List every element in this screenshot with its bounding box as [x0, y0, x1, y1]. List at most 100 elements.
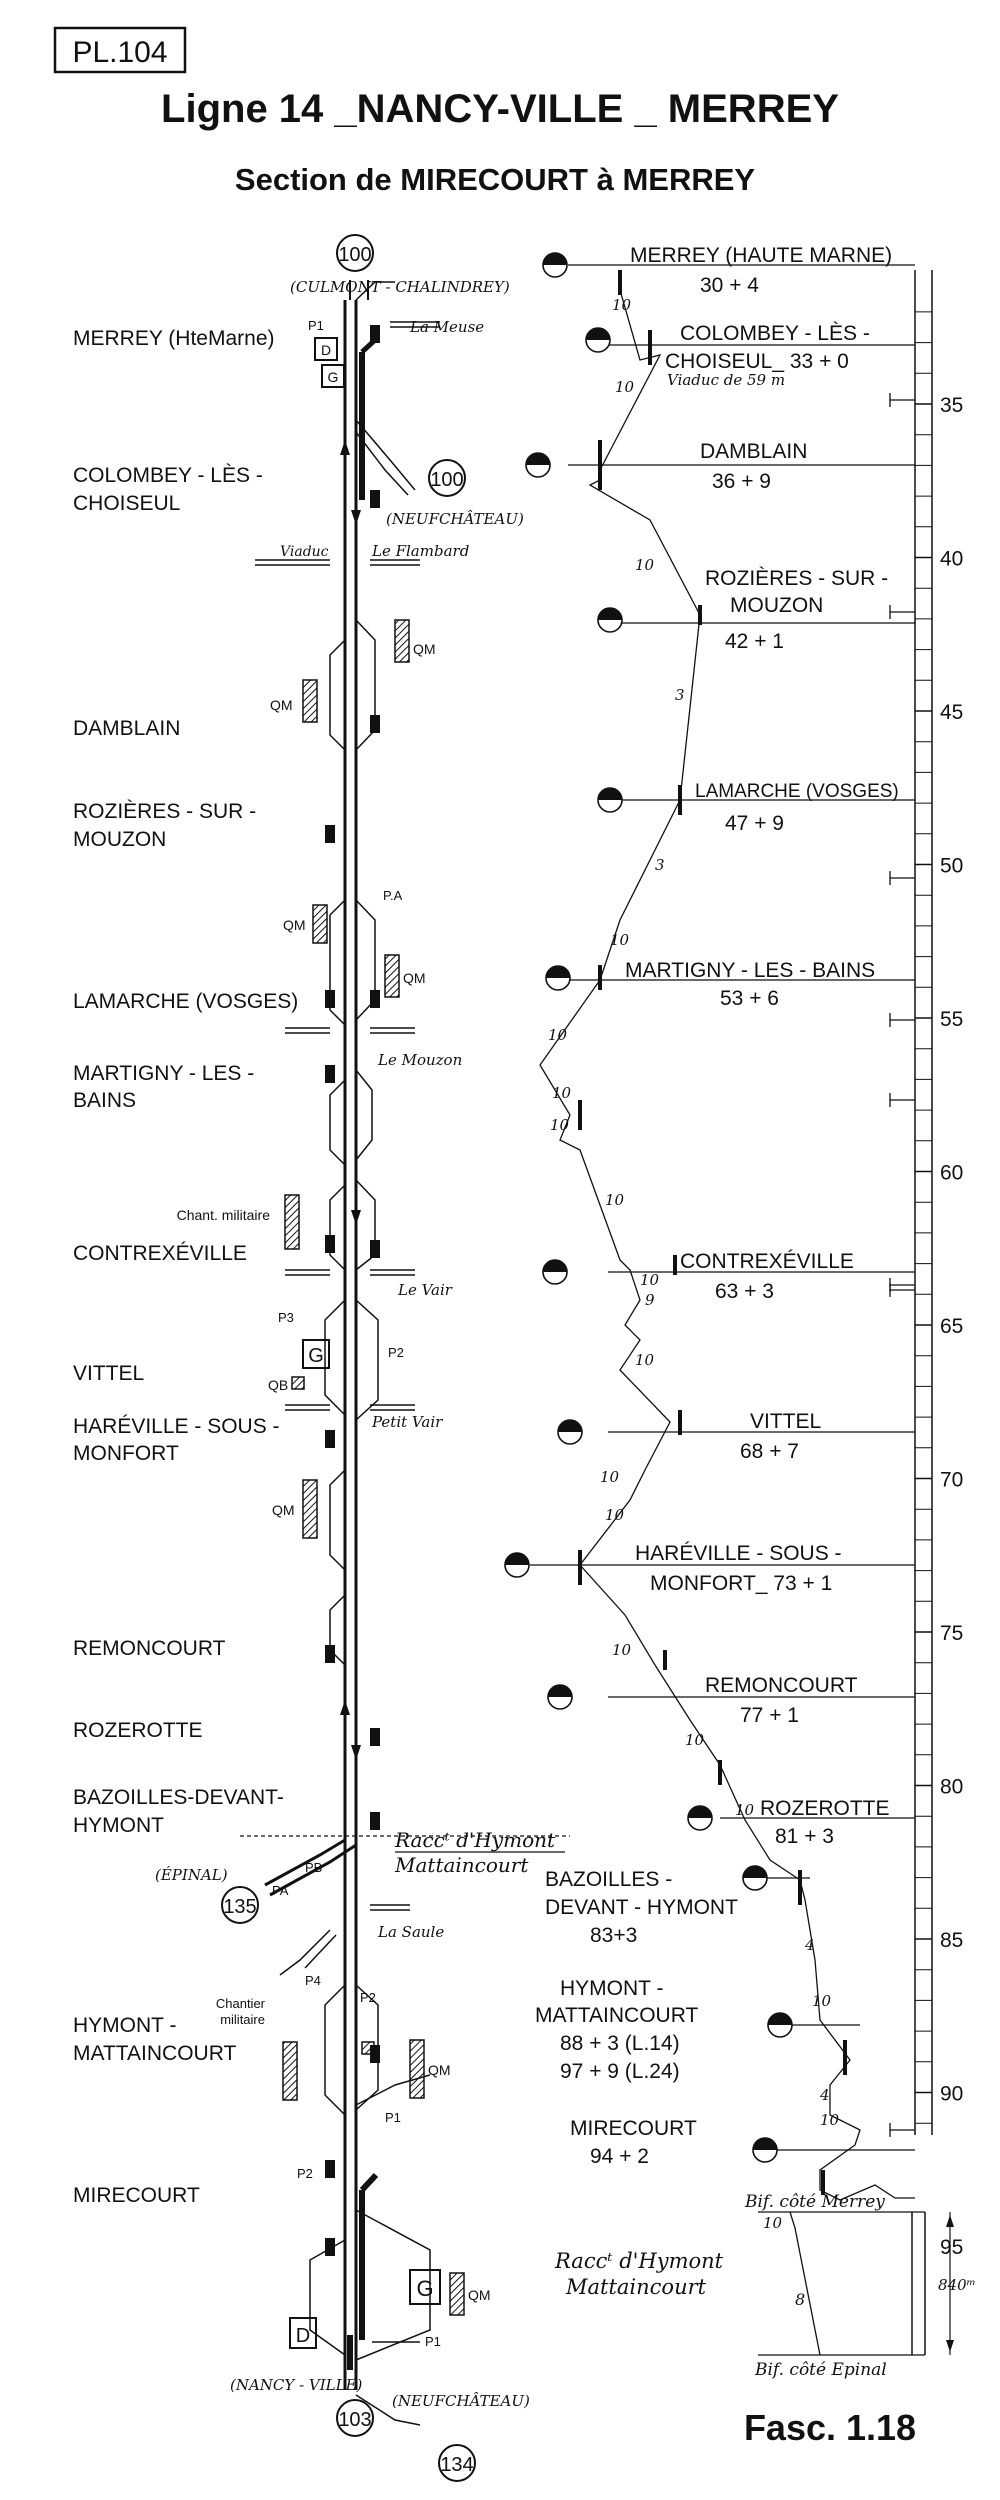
- label-chantier-2: militaire: [220, 2012, 265, 2027]
- sig-p1-hymont: P1: [385, 2110, 401, 2125]
- pl-bazoilles-km: 83+3: [590, 1924, 637, 1947]
- circle-103: 103: [338, 2409, 371, 2431]
- gradient-label: 10: [552, 1084, 572, 1102]
- pl-damblain-2: 36 + 9: [712, 470, 771, 493]
- page-title: Ligne 14 _NANCY-VILLE _ MERREY: [161, 87, 839, 131]
- station-circle-markers: [504, 252, 793, 2163]
- station-circle-half-icon: [688, 1806, 712, 1818]
- pl-lamarche-1: LAMARCHE (VOSGES): [695, 781, 899, 802]
- pl-hareville-2: MONFORT_ 73 + 1: [650, 1572, 832, 1595]
- station-circle-half-icon: [768, 2013, 792, 2025]
- plate-label: PL.104: [72, 36, 167, 69]
- box-g-top: G: [328, 369, 339, 385]
- profile-labels: MERREY (HAUTE MARNE) 30 + 4 COLOMBEY - L…: [535, 244, 899, 2168]
- circle-100b: 100: [430, 469, 463, 491]
- inset-bottom: Bif. côté Epinal: [754, 2360, 887, 2380]
- label-le-mouzon: Le Mouzon: [377, 1051, 462, 1069]
- station-label-damblain: DAMBLAIN: [73, 717, 180, 740]
- km-label-85: 85: [940, 1929, 963, 1952]
- label-neufchateau-bottom: (NEUFCHÂTEAU): [392, 2392, 530, 2410]
- label-la-meuse: La Meuse: [409, 318, 484, 336]
- raccord-inset: [758, 2211, 954, 2356]
- gradient-label: 10: [635, 556, 655, 574]
- label-raccord-1: Raccᵗ d'Hymont: [394, 1828, 556, 1852]
- station-label-rozieres1: ROZIÈRES - SUR -: [73, 800, 256, 823]
- profile-station-marks: [578, 270, 847, 2195]
- label-chantier-1: Chantier: [216, 1996, 266, 2011]
- pl-vittel-2: 68 + 7: [740, 1440, 799, 1463]
- station-circle-half-icon: [598, 788, 622, 800]
- circle-135: 135: [223, 1896, 256, 1918]
- inset-label-2: Mattaincourt: [565, 2275, 707, 2299]
- gradient-label: 10: [612, 1641, 632, 1659]
- km-label-80: 80: [940, 1776, 963, 1799]
- pl-rozieres-2: MOUZON: [730, 594, 823, 617]
- inset-length: 840ᵐ: [938, 2276, 976, 2294]
- gradient-label: 10: [812, 1992, 832, 2010]
- pl-bazoilles-1: BAZOILLES -: [545, 1868, 672, 1891]
- plate-box: [53, 26, 187, 74]
- pl-martigny-2: 53 + 6: [720, 987, 779, 1010]
- gradient-label: 10: [605, 1191, 625, 1209]
- km-label-35: 35: [940, 394, 963, 417]
- km-label-70: 70: [940, 1469, 963, 1492]
- pl-merrey-1: MERREY (HAUTE MARNE): [630, 244, 892, 267]
- station-label-vittel: VITTEL: [73, 1362, 144, 1385]
- gradient-label: 10: [735, 1801, 755, 1819]
- label-chant-militaire-qm: Chant. militaire: [177, 1207, 271, 1223]
- label-culmont: (CULMONT - CHALINDREY): [290, 278, 510, 296]
- pl-hareville-1: HARÉVILLE - SOUS -: [635, 1542, 842, 1565]
- station-circle-half-icon: [505, 1553, 529, 1565]
- inset-top: Bif. côté Merrey: [744, 2192, 885, 2212]
- label-le-flambard: Le Flambard: [371, 542, 469, 560]
- pl-bazoilles-2: DEVANT - HYMONT: [545, 1896, 738, 1919]
- station-label-hareville1: HARÉVILLE - SOUS -: [73, 1415, 280, 1438]
- sig-p2-hymont: P2: [360, 1990, 376, 2005]
- inset-label-1: Raccᵗ d'Hymont: [554, 2249, 724, 2273]
- km-label-60: 60: [940, 1162, 963, 1185]
- km-label-55: 55: [940, 1008, 963, 1031]
- pl-hymont-km1: 88 + 3 (L.14): [560, 2032, 680, 2055]
- gradient-label: 9: [645, 1291, 655, 1309]
- gradient-label: 10: [550, 1116, 570, 1134]
- gradient-label: 10: [615, 378, 635, 396]
- signal-blocks: [325, 325, 380, 2256]
- hatched-blocks: [282, 619, 465, 2316]
- track-schematic: [240, 280, 570, 2426]
- left-station-labels: MERREY (HteMarne)COLOMBEY - LÈS -CHOISEU…: [73, 327, 298, 2207]
- gradient-label: 10: [635, 1351, 655, 1369]
- pl-hymont-2: MATTAINCOURT: [535, 2004, 698, 2027]
- station-circle-half-icon: [546, 966, 570, 978]
- label-neufchateau-top: (NEUFCHÂTEAU): [386, 510, 524, 528]
- station-circle-half-icon: [526, 453, 550, 465]
- km-label-45: 45: [940, 701, 963, 724]
- label-nancy: (NANCY - VILLE): [230, 2376, 363, 2394]
- boxed-letters: [289, 337, 441, 2349]
- station-label-martigny1: MARTIGNY - LES -: [73, 1062, 254, 1085]
- pl-mirecourt-2: 94 + 2: [590, 2145, 649, 2168]
- gradient-label: 3: [675, 686, 685, 704]
- fascicule-label: Fasc. 1.18: [744, 2407, 916, 2448]
- station-circle-half-icon: [743, 1866, 767, 1878]
- qm-1: QM: [413, 641, 436, 657]
- km-label-95: 95: [940, 2236, 963, 2259]
- pl-remoncourt-2: 77 + 1: [740, 1704, 799, 1727]
- station-label-remoncourt: REMONCOURT: [73, 1637, 226, 1660]
- sig-p2: P2: [388, 1345, 404, 1360]
- inset-grad-top: 10: [763, 2214, 783, 2232]
- gradient-label: 10: [548, 1026, 568, 1044]
- sig-p2-mirecourt: P2: [297, 2166, 313, 2181]
- label-epinal: (ÉPINAL): [155, 1866, 228, 1884]
- station-label-lamarche: LAMARCHE (VOSGES): [73, 990, 298, 1013]
- pl-contrex-1: CONTREXÉVILLE: [680, 1250, 854, 1273]
- station-label-hymont2: MATTAINCOURT: [73, 2042, 236, 2065]
- station-label-rozieres2: MOUZON: [73, 828, 166, 851]
- profile-line: [539, 280, 915, 2201]
- label-raccord-2: Mattaincourt: [394, 1853, 529, 1877]
- gradient-label: 4: [804, 1936, 815, 1954]
- qb-1: QB: [268, 1377, 288, 1393]
- label-la-saule: La Saule: [377, 1923, 444, 1941]
- station-label-colombey2: CHOISEUL: [73, 492, 180, 515]
